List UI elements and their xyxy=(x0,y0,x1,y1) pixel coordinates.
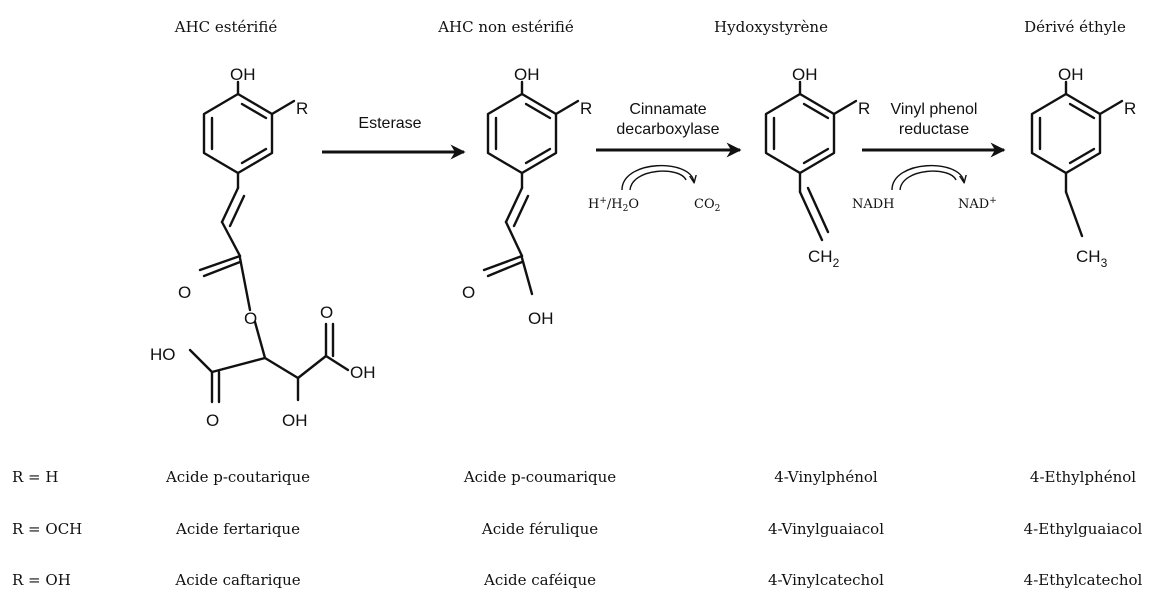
reductase-label-line2: reductase xyxy=(899,121,969,138)
atom-o-carbonyl-2: O xyxy=(462,283,475,302)
cofactor-co2: CO2 xyxy=(694,197,720,214)
atom-o-acid-left-1: O xyxy=(206,411,219,430)
atom-oh-phenol-4: OH xyxy=(1058,65,1084,84)
row-hydroxystyrene-name: 4-Vinylcatechol xyxy=(768,571,884,589)
atom-oh-alcohol-1: OH xyxy=(282,411,308,430)
row-esterified-name: Acide p-coutarique xyxy=(165,468,310,486)
molecule-esterified-ahc xyxy=(188,80,350,404)
table-row: R = H Acide p-coutarique Acide p-coumari… xyxy=(12,468,1136,486)
cofactor-h-water: H+/H2O xyxy=(588,196,639,214)
atom-oh-acid-right-1: OH xyxy=(350,363,376,382)
row-ethyl-name: 4-Ethylguaiacol xyxy=(1024,520,1143,538)
decarboxylase-label-line2: decarboxylase xyxy=(616,121,719,138)
atom-r-1: R xyxy=(296,99,308,118)
atom-oh-phenol-1: OH xyxy=(230,65,256,84)
table-row: R = OH Acide caftarique Acide caféique 4… xyxy=(12,571,1143,589)
header-esterified-ahc: AHC estérifié xyxy=(174,18,278,36)
atom-o-ester-1: O xyxy=(244,309,257,328)
atom-oh-phenol-3: OH xyxy=(792,65,818,84)
atom-ch3: CH3 xyxy=(1076,247,1108,270)
header-hydroxystyrene: Hydoxystyrène xyxy=(714,18,828,36)
atom-oh-phenol-2: OH xyxy=(514,65,540,84)
decarboxylase-cofactor-curl-inner xyxy=(629,170,687,191)
reductase-label-line1: Vinyl phenol xyxy=(891,101,978,118)
row-substituent-label: R = OH xyxy=(12,571,71,589)
row-esterified-name: Acide fertarique xyxy=(175,520,300,538)
atom-ho-acid-1: HO xyxy=(150,345,176,364)
header-non-esterified-ahc: AHC non estérifié xyxy=(437,18,574,36)
row-ethyl-name: 4-Ethylcatechol xyxy=(1024,571,1143,589)
reductase-cofactor-curl xyxy=(891,164,964,191)
reductase-cofactor-curl-inner xyxy=(899,170,957,191)
cofactor-nadh: NADH xyxy=(852,197,895,212)
atom-oh-acid-2: OH xyxy=(528,309,554,328)
atom-r-4: R xyxy=(1124,99,1136,118)
table-row: R = OCH Acide fertarique Acide férulique… xyxy=(12,520,1143,538)
molecule-hydroxystyrene xyxy=(764,80,858,242)
atom-r-2: R xyxy=(580,99,592,118)
decarboxylase-cofactor-curl xyxy=(621,164,694,191)
atom-ch2: CH2 xyxy=(808,247,840,270)
atom-o-acid-right-1: O xyxy=(320,303,333,322)
row-substituent-label: R = OCH xyxy=(12,520,82,538)
molecule-ethyl-derivative xyxy=(1030,80,1124,238)
row-hydroxystyrene-name: 4-Vinylphénol xyxy=(774,468,878,486)
row-hydroxystyrene-name: 4-Vinylguaiacol xyxy=(768,520,884,538)
row-ethyl-name: 4-Ethylphénol xyxy=(1030,468,1136,486)
esterase-label: Esterase xyxy=(358,115,421,132)
compound-name-table: R = H Acide p-coutarique Acide p-coumari… xyxy=(12,468,1143,589)
row-non-esterified-name: Acide caféique xyxy=(483,571,596,589)
decarboxylase-label-line1: Cinnamate xyxy=(629,101,706,118)
molecule-non-esterified-ahc xyxy=(482,80,580,296)
atom-r-3: R xyxy=(858,99,870,118)
row-non-esterified-name: Acide férulique xyxy=(481,520,598,538)
atom-o-carbonyl-1: O xyxy=(178,283,191,302)
row-non-esterified-name: Acide p-coumarique xyxy=(463,468,616,486)
row-substituent-label: R = H xyxy=(12,468,58,486)
cofactor-nad: NAD+ xyxy=(958,196,997,212)
header-ethyl-derivative: Dérivé éthyle xyxy=(1024,18,1126,36)
row-esterified-name: Acide caftarique xyxy=(174,571,300,589)
